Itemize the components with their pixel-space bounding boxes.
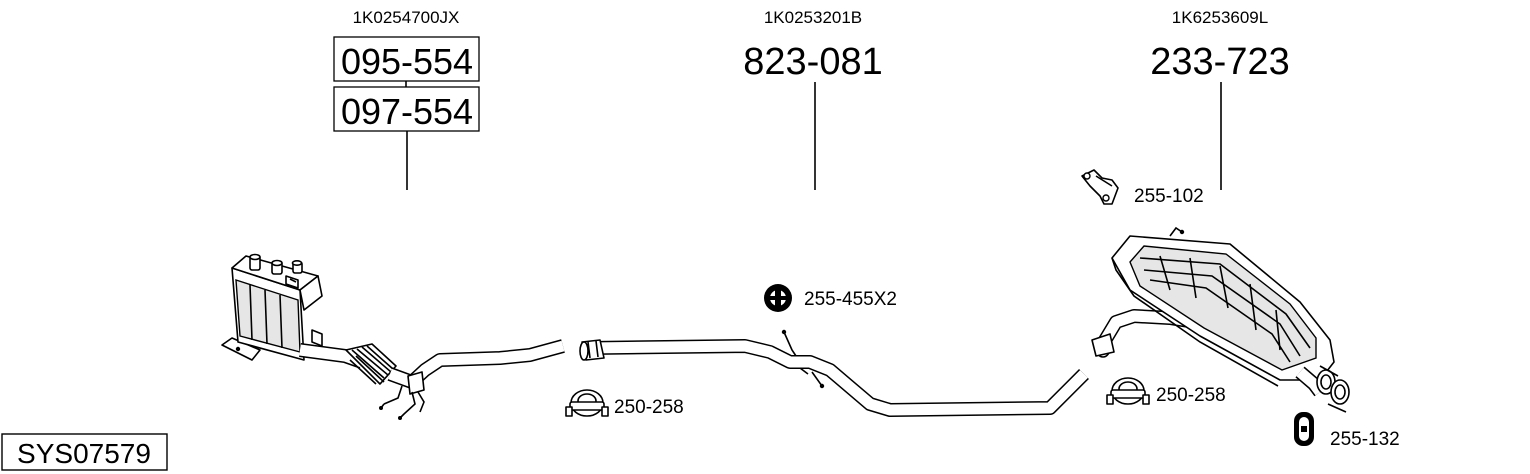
rubber-mount-label: 255-455X2 bbox=[804, 289, 897, 310]
rear-mount-icon bbox=[1294, 412, 1314, 446]
middle-pipe-oem-number: 1K0253201B bbox=[764, 8, 862, 27]
system-code-box bbox=[1, 433, 168, 471]
rubber-mount-icon bbox=[764, 284, 792, 312]
dpf-part-number-1: 095-554 bbox=[341, 41, 473, 82]
dpf-oem-number: 1K0254700JX bbox=[353, 8, 460, 27]
rear-silencer-drawing bbox=[1091, 226, 1350, 413]
dpf-part-number-box-1 bbox=[333, 36, 480, 82]
system-code: SYS07579 bbox=[17, 438, 151, 469]
middle-pipe-part-number: 823-081 bbox=[743, 41, 882, 83]
bracket-icon bbox=[1081, 169, 1119, 205]
front-pipe-drawing bbox=[299, 339, 565, 420]
clamp-front-label: 250-258 bbox=[614, 397, 684, 418]
bracket-label: 255-102 bbox=[1134, 186, 1204, 207]
clamp-rear-label: 250-258 bbox=[1156, 385, 1226, 406]
rear-mount-label: 255-132 bbox=[1330, 429, 1400, 450]
dpf-part-number-2: 097-554 bbox=[341, 91, 473, 132]
clamp-icon bbox=[565, 389, 609, 417]
dpf-part-drawing bbox=[221, 253, 323, 361]
rear-silencer-part-number: 233-723 bbox=[1150, 41, 1289, 83]
dpf-part-number-box-2 bbox=[333, 86, 480, 132]
clamp-icon bbox=[1106, 377, 1150, 405]
middle-pipe-drawing bbox=[579, 329, 1089, 417]
rear-silencer-oem-number: 1K6253609L bbox=[1172, 8, 1268, 27]
